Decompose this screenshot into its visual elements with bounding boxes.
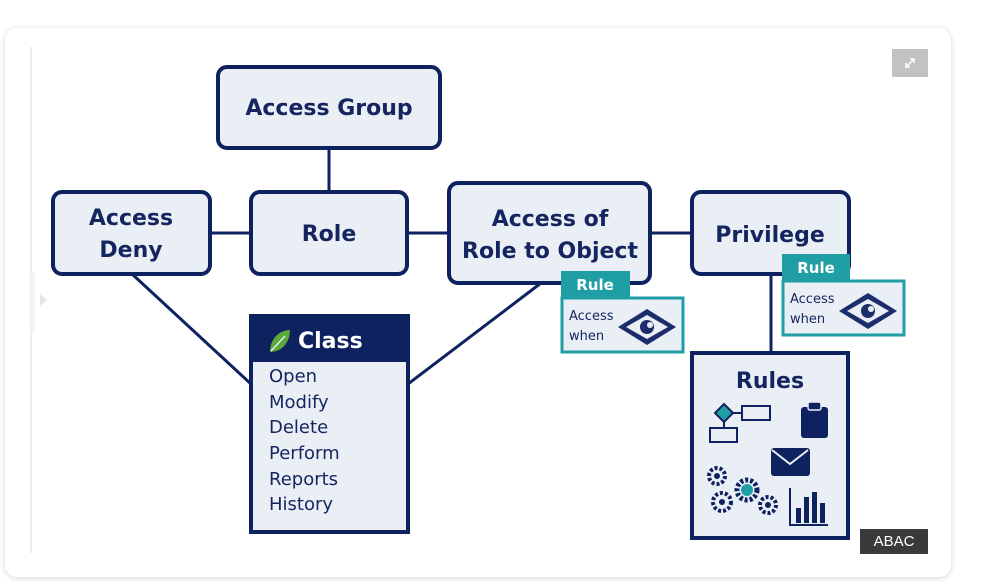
- envelope-icon: [771, 448, 810, 476]
- access-deny-label-line2: Deny: [99, 238, 162, 263]
- class-item-modify: Modify: [269, 392, 329, 413]
- class-item-perform: Perform: [269, 443, 340, 464]
- access-deny-node: Access Deny: [51, 190, 212, 276]
- bar-chart-icon: [789, 488, 828, 526]
- rule-tag-privilege: Rule Access when: [781, 254, 906, 337]
- role-label: Role: [302, 222, 357, 247]
- access-role-object-line2: Role to Object: [462, 239, 638, 264]
- class-item-open: Open: [269, 366, 317, 387]
- access-group-node: Access Group: [216, 65, 442, 150]
- connector-deny-class: [130, 272, 253, 386]
- rule-tag-label: Rule: [797, 259, 835, 277]
- expand-icon: [905, 58, 915, 68]
- leaf-icon: [270, 330, 290, 352]
- class-item-delete: Delete: [269, 417, 328, 438]
- rule-tag-label: Rule: [576, 276, 614, 294]
- access-when-line2: when: [790, 312, 825, 327]
- image-caption: ABAC: [860, 529, 928, 554]
- access-group-label: Access Group: [245, 96, 412, 121]
- class-title: Class: [298, 329, 363, 354]
- eye-icon: [839, 293, 897, 329]
- privilege-label: Privilege: [715, 223, 825, 248]
- role-node: Role: [249, 190, 409, 276]
- class-node: Class Open Modify Delete Perform Reports…: [249, 314, 410, 534]
- access-when-line1: Access: [790, 292, 835, 307]
- expand-button[interactable]: [892, 49, 928, 77]
- flowchart-icon: [709, 402, 771, 443]
- chevron-right-icon[interactable]: [40, 294, 47, 306]
- privilege-node: Privilege: [690, 190, 851, 276]
- access-role-object-line1: Access of: [492, 207, 609, 232]
- rules-node: Rules: [690, 351, 850, 540]
- side-panel-handle[interactable]: [31, 272, 35, 332]
- access-deny-label-line1: Access: [89, 206, 173, 231]
- access-role-object-node: Access of Role to Object: [447, 181, 652, 285]
- gears-icon: [707, 466, 778, 515]
- clipboard-icon: [801, 401, 828, 438]
- connector-object-class: [407, 278, 546, 386]
- rules-title: Rules: [736, 369, 804, 394]
- eye-icon: [618, 309, 676, 345]
- rule-tag-object: Rule Access when: [560, 271, 685, 354]
- access-when-line1: Access: [569, 309, 614, 324]
- access-when-line2: when: [569, 329, 604, 344]
- class-item-reports: Reports: [269, 469, 338, 490]
- class-item-history: History: [269, 494, 333, 515]
